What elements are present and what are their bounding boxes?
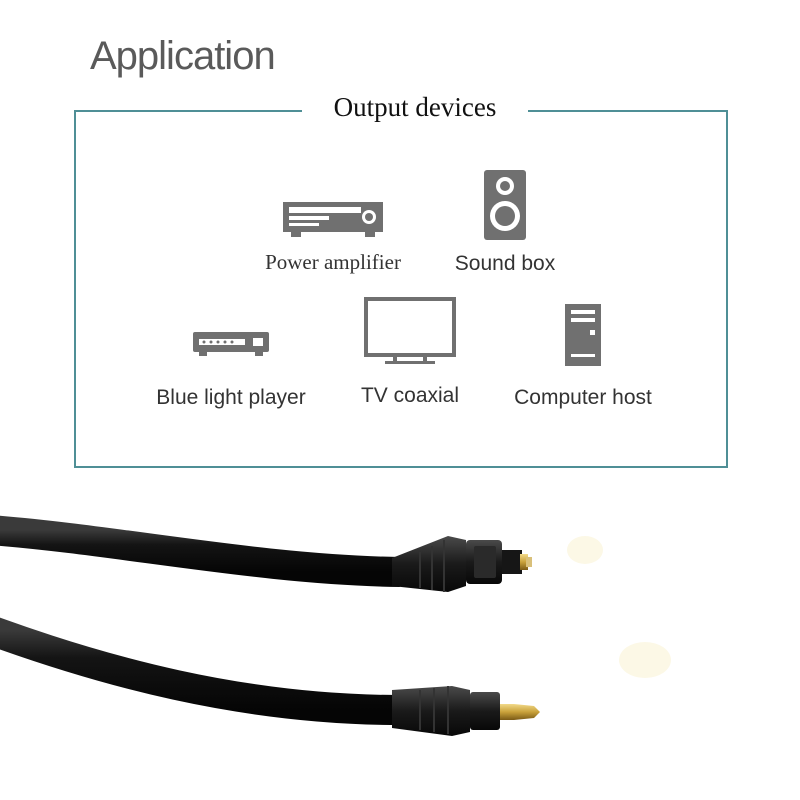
device-computer-host: Computer host [498, 302, 668, 410]
device-blue-light-player: Blue light player [136, 330, 326, 410]
panel-title: Output devices [333, 92, 497, 122]
device-tv-coaxial: TV coaxial [340, 296, 480, 408]
output-devices-panel [74, 110, 728, 468]
computer-tower-icon [565, 304, 601, 366]
panel-border-top-right [528, 110, 728, 112]
speaker-icon [484, 170, 526, 240]
device-power-amplifier: Power amplifier [248, 198, 418, 275]
bluray-player-icon [193, 332, 269, 356]
device-label: Blue light player [156, 386, 306, 409]
amplifier-icon [283, 202, 383, 237]
tv-icon [364, 297, 456, 364]
panel-border-top-left [74, 110, 302, 112]
page-heading: Application [90, 34, 276, 78]
device-label: Sound box [454, 252, 556, 275]
device-label: Computer host [514, 386, 652, 409]
device-sound-box: Sound box [440, 168, 570, 276]
optical-cable-photo [0, 515, 671, 736]
device-label: Power amplifier [265, 250, 401, 274]
device-label: TV coaxial [360, 384, 460, 407]
